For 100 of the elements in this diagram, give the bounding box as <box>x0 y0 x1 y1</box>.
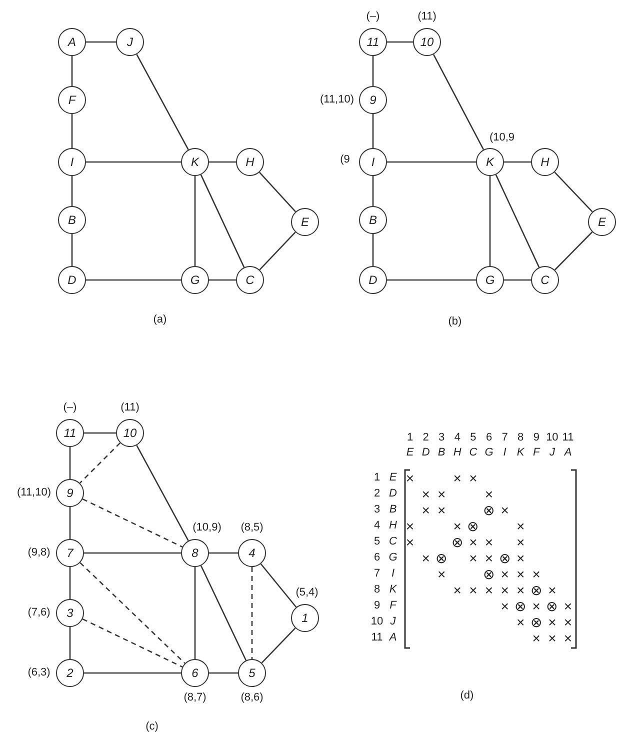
node-label: 1 <box>302 612 308 624</box>
node-label: 11 <box>366 36 380 48</box>
edge-line <box>71 234 73 266</box>
node-label: 9 <box>66 487 74 499</box>
node-annotation: (10,9) <box>192 522 222 534</box>
matrix-entry: × <box>516 615 525 629</box>
node-label: E <box>300 216 309 228</box>
edge-line <box>387 161 476 163</box>
graph-node <box>56 659 84 687</box>
graph-node <box>56 479 84 507</box>
column-letter: F <box>533 448 540 458</box>
edge-line <box>372 176 374 206</box>
graph-node <box>588 208 616 236</box>
node-label: D <box>368 274 378 286</box>
node-label: B <box>368 214 377 226</box>
matrix-entry: × <box>532 631 540 645</box>
node-annotation: (7,6) <box>28 608 50 618</box>
edge-line <box>86 161 181 163</box>
matrix-entry: × <box>422 487 430 501</box>
row-letter: B <box>389 504 397 516</box>
graph-node <box>359 86 387 114</box>
column-number: 9 <box>533 432 540 444</box>
node-annotation: (–) <box>63 402 77 414</box>
matrix-entry: ⊗ <box>451 535 464 549</box>
edge-line <box>432 54 484 150</box>
graph-node <box>236 266 264 294</box>
node-label: 6 <box>192 667 198 679</box>
row-letter: C <box>389 536 397 548</box>
graph-node <box>476 266 504 294</box>
node-label: 5 <box>248 667 256 679</box>
row-number: 11 <box>371 632 383 644</box>
node-annotation: (10,9 <box>489 132 515 144</box>
edge-line <box>489 176 491 266</box>
graph-node <box>56 419 84 447</box>
edge-line <box>194 567 196 659</box>
column-letter: I <box>503 448 506 458</box>
node-label: 4 <box>248 547 256 559</box>
edge-line <box>372 56 374 86</box>
edge-line <box>79 442 121 484</box>
edge-line <box>82 498 183 548</box>
node-annotation: (9 <box>340 154 350 166</box>
matrix-entry: × <box>406 471 414 485</box>
node-annotation: (11) <box>120 402 140 414</box>
node-label: H <box>246 156 254 168</box>
matrix-entry: × <box>422 551 430 565</box>
row-letter: F <box>390 600 396 612</box>
matrix-entry: ⊗ <box>483 567 495 581</box>
matrix-entry: × <box>516 551 525 565</box>
graph-node <box>181 539 209 567</box>
node-label: 8 <box>192 547 198 559</box>
graph-node <box>359 148 387 176</box>
edge-line <box>200 565 247 661</box>
matrix-entry: × <box>548 631 556 645</box>
graph-node <box>291 208 319 236</box>
row-number: 7 <box>374 568 380 580</box>
graph-node <box>291 604 319 632</box>
row-number: 4 <box>374 520 380 532</box>
edge-line <box>261 628 296 664</box>
graph-node <box>359 28 387 56</box>
node-label: 2 <box>66 667 74 679</box>
node-label: F <box>68 94 76 106</box>
matrix-entry: × <box>564 599 572 613</box>
node-label: G <box>485 274 495 286</box>
edge-line <box>80 562 186 664</box>
matrix-entry: × <box>532 599 540 613</box>
row-number: 2 <box>374 488 380 500</box>
edge-line <box>495 174 540 268</box>
matrix-entry: × <box>516 519 525 533</box>
row-number: 9 <box>374 600 380 612</box>
matrix-entry: × <box>516 567 525 581</box>
node-label: I <box>70 156 74 168</box>
node-label: 10 <box>123 427 137 439</box>
row-letter: I <box>391 568 395 580</box>
matrix-entry: × <box>406 535 414 549</box>
matrix-entry: × <box>422 503 430 517</box>
subfigure-caption: (c) <box>146 722 158 732</box>
edge-line <box>260 563 297 608</box>
edge-line <box>69 627 71 659</box>
node-label: E <box>598 216 606 228</box>
column-letter: H <box>453 448 462 458</box>
graph-node <box>238 659 266 687</box>
edge-line <box>136 445 189 541</box>
node-label: G <box>190 274 200 286</box>
column-number: 8 <box>518 432 524 444</box>
matrix-entry: × <box>500 567 509 581</box>
edge-line <box>136 54 189 150</box>
node-label: C <box>540 274 550 286</box>
matrix-entry: ⊗ <box>514 599 527 613</box>
matrix-entry: ⊗ <box>467 519 480 533</box>
row-number: 1 <box>374 472 380 484</box>
node-label: C <box>246 274 254 286</box>
edge-line <box>258 172 296 212</box>
row-letter: J <box>390 616 396 628</box>
column-number: 1 <box>406 432 414 444</box>
graph-node <box>116 28 144 56</box>
graph-node <box>236 148 264 176</box>
graph-node <box>58 148 86 176</box>
column-letter: A <box>564 448 572 458</box>
matrix-entry: ⊗ <box>483 503 495 517</box>
row-letter: H <box>389 520 397 532</box>
